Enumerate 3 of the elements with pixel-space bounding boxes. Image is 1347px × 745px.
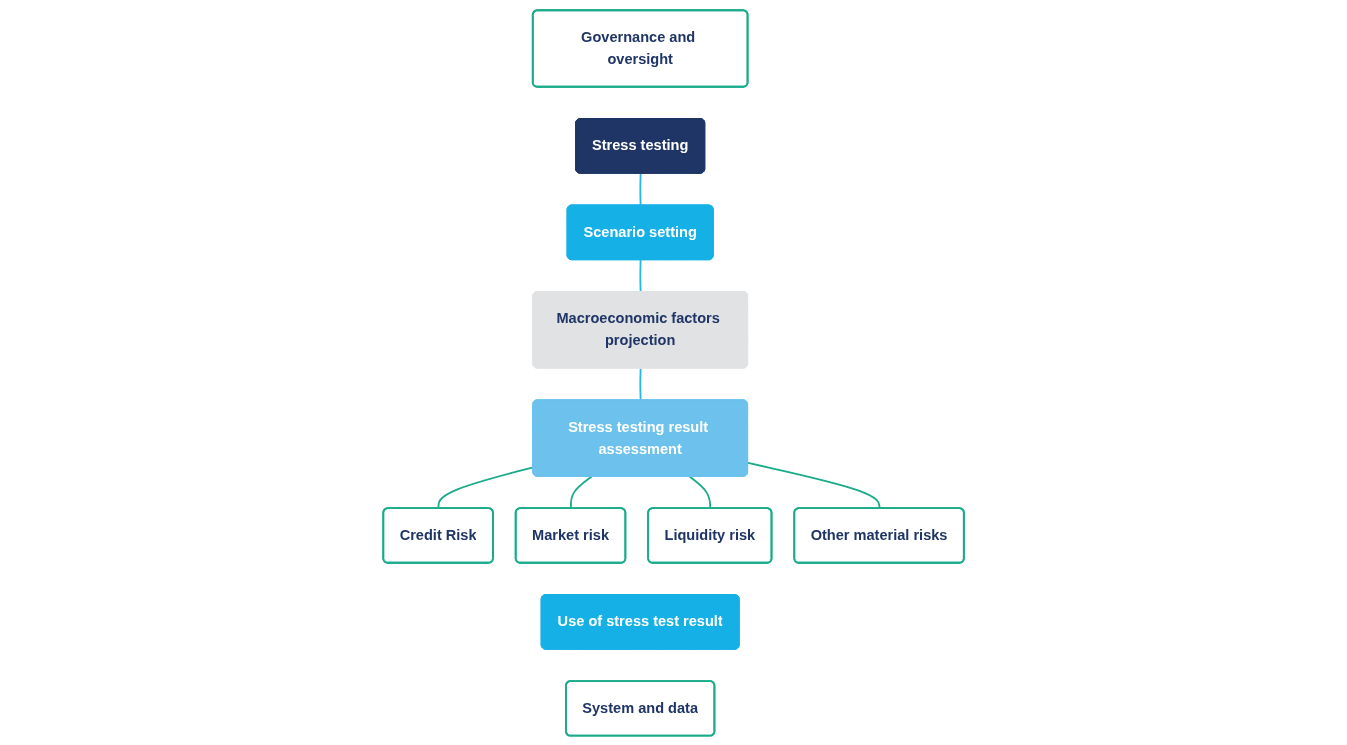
connector	[639, 258, 642, 293]
connector	[639, 367, 642, 401]
connector	[639, 172, 642, 206]
